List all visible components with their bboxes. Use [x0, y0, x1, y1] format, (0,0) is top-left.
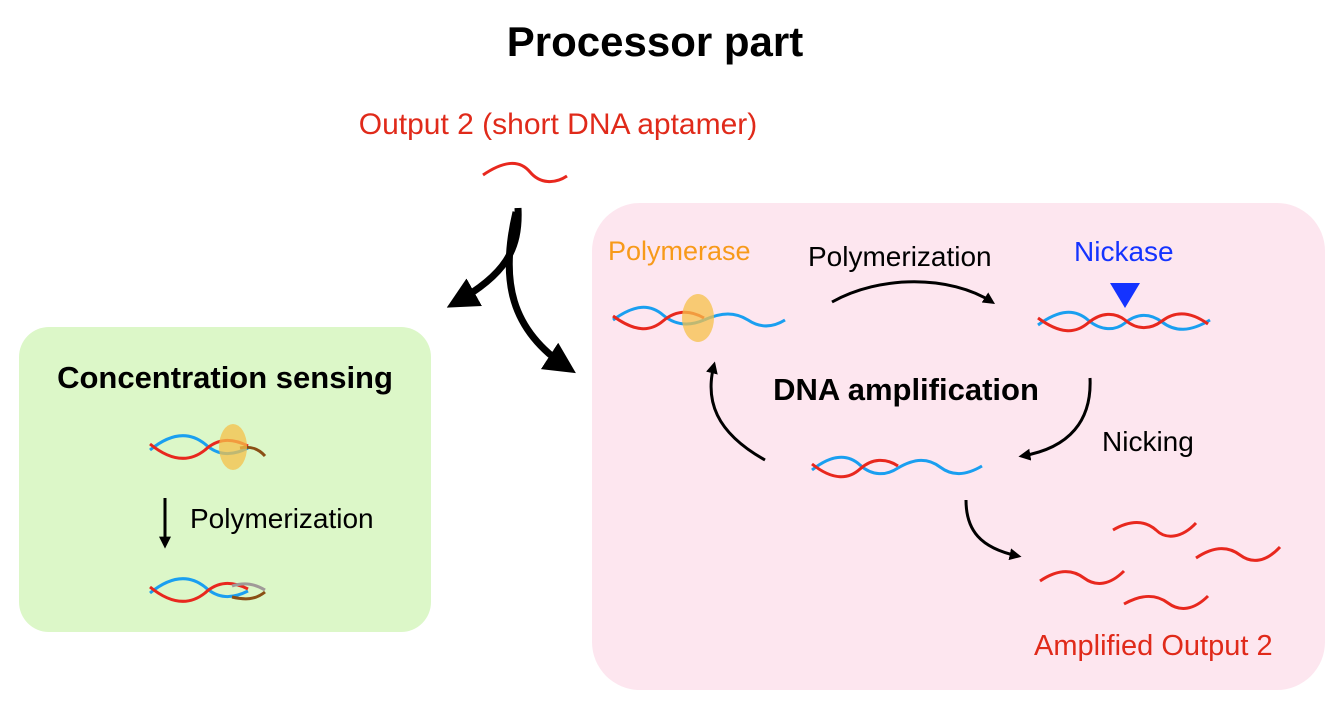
input-strand	[482, 161, 568, 183]
nickase-marker-icon	[1110, 283, 1140, 308]
polymerase-icon	[682, 294, 714, 342]
full-duplex	[1037, 310, 1211, 333]
page-title: Processor part	[507, 18, 803, 65]
nicking-label: Nicking	[1102, 426, 1194, 457]
polymerase-duplex	[612, 294, 786, 342]
arrow-to-amplification	[505, 211, 576, 374]
amplified-strands	[1039, 521, 1282, 610]
polymerization-label: Polymerization	[808, 241, 992, 272]
polymerase-label: Polymerase	[608, 236, 751, 266]
polymerization-arrow	[831, 280, 996, 304]
amplified-output-label: Amplified Output 2	[1034, 630, 1273, 662]
input-label: Output 2 (short DNA aptamer)	[359, 108, 758, 141]
polymerase-icon	[219, 424, 247, 470]
nicking-arrow	[1018, 377, 1092, 461]
release-arrow	[964, 499, 1022, 561]
sensing-step-label: Polymerization	[190, 503, 374, 534]
return-arrow	[706, 361, 766, 462]
sensing-duplex-before	[149, 424, 267, 470]
dna-amplification-label: DNA amplification	[773, 372, 1039, 407]
nicked-duplex	[811, 455, 983, 479]
sensing-title: Concentration sensing	[57, 360, 393, 395]
sensing-box	[19, 327, 431, 632]
nickase-label: Nickase	[1074, 236, 1174, 267]
sensing-duplex-after	[149, 577, 266, 603]
amplification-box	[592, 203, 1325, 690]
